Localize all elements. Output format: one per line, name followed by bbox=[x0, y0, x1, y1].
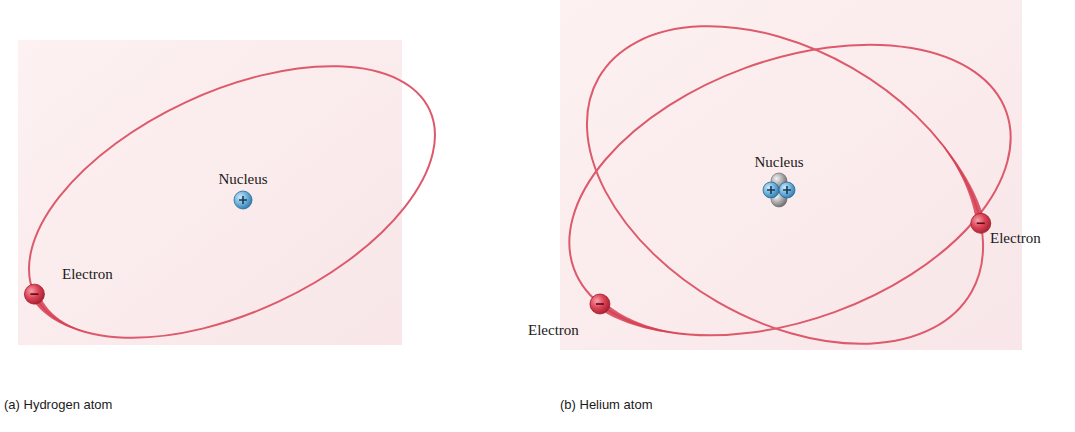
electron-trail bbox=[597, 300, 696, 334]
electron-ball bbox=[24, 284, 44, 304]
electron-label: Electron bbox=[62, 266, 113, 283]
proton bbox=[234, 191, 252, 209]
proton-ball bbox=[234, 191, 252, 209]
electron bbox=[971, 213, 991, 233]
particles bbox=[24, 130, 990, 335]
panel-background bbox=[560, 0, 1022, 350]
panel-caption: (b) Helium atom bbox=[560, 398, 652, 413]
plus-symbol bbox=[767, 186, 775, 194]
plus-symbol bbox=[239, 196, 247, 204]
electron-ball bbox=[590, 294, 610, 314]
orbit bbox=[531, 0, 1038, 409]
electron-label: Electron bbox=[990, 230, 1041, 247]
proton bbox=[763, 182, 779, 198]
nucleus-label: Nucleus bbox=[754, 154, 803, 171]
panel-background bbox=[18, 40, 402, 345]
minus-symbol bbox=[977, 222, 985, 224]
electron bbox=[590, 294, 610, 314]
proton bbox=[779, 182, 795, 198]
plus-symbol bbox=[783, 186, 791, 194]
panel-caption: (a) Hydrogen atom bbox=[4, 398, 112, 413]
proton-ball bbox=[763, 182, 779, 198]
minus-symbol bbox=[30, 293, 38, 295]
nucleus-label: Nucleus bbox=[218, 171, 267, 188]
orbit bbox=[0, 10, 476, 394]
electron-trail bbox=[930, 130, 986, 225]
proton-ball bbox=[779, 182, 795, 198]
electron-ball bbox=[971, 213, 991, 233]
minus-symbol bbox=[596, 303, 604, 305]
electron-label: Electron bbox=[528, 322, 579, 339]
orbits bbox=[0, 0, 1051, 409]
electron bbox=[24, 284, 44, 304]
